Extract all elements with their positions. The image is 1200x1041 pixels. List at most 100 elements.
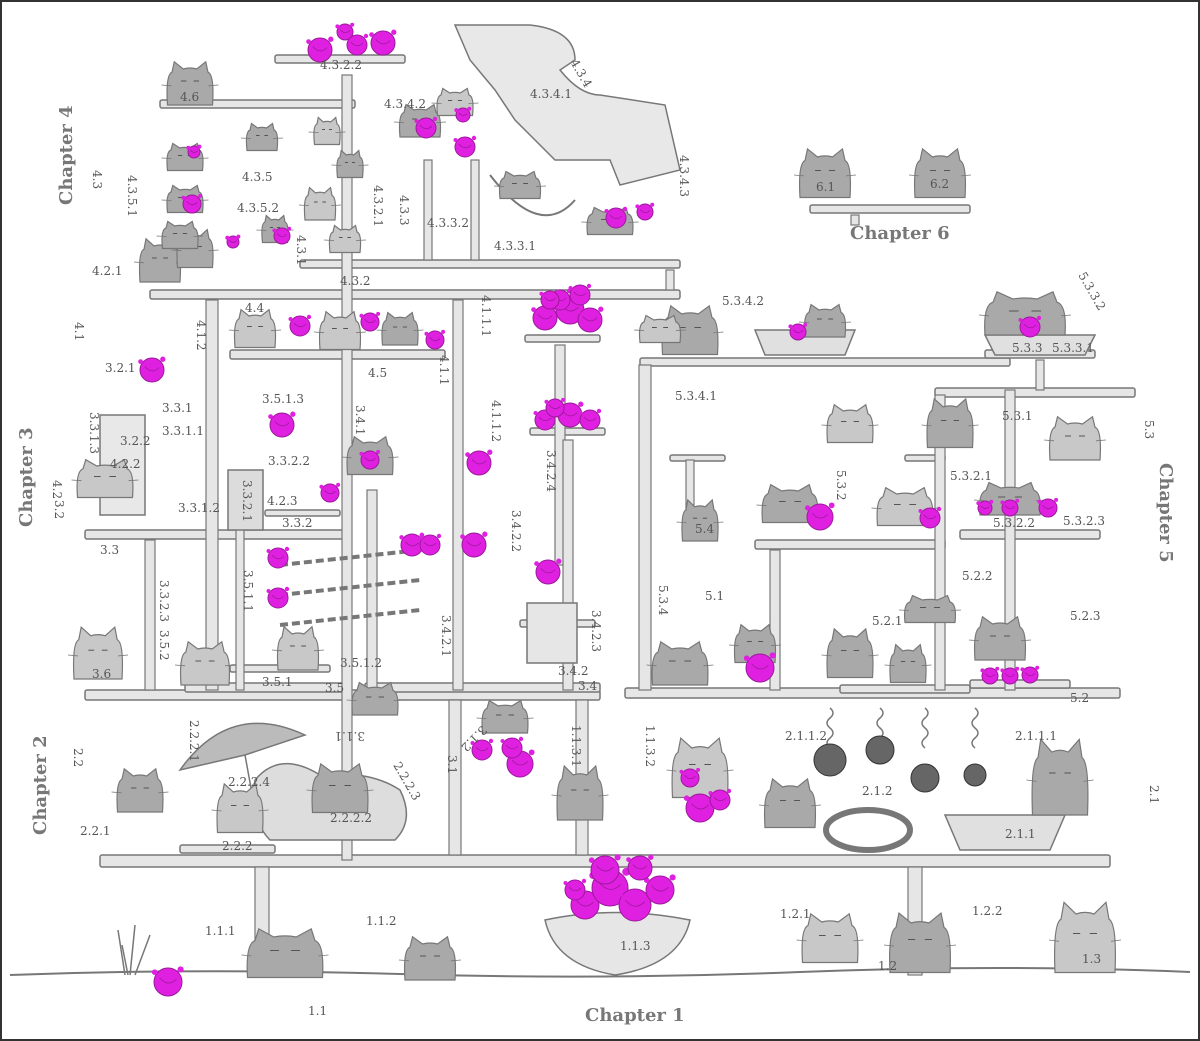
- yarn-ball: [980, 666, 1000, 685]
- yarn-ball: [743, 652, 776, 683]
- cat: [346, 681, 404, 716]
- support-post: [470, 159, 480, 261]
- cat: [551, 764, 609, 821]
- section-label: 2.2: [71, 748, 85, 767]
- support-post: [769, 549, 781, 691]
- chapter-3-label: Chapter 3: [16, 427, 37, 527]
- section-label: 3.1.1: [334, 729, 365, 743]
- yarn-ball: [1000, 666, 1020, 685]
- section-label: 3.3: [100, 543, 119, 557]
- cat: [111, 767, 169, 813]
- section-label: 3.6: [92, 667, 111, 681]
- yarn-ball: [1000, 498, 1020, 517]
- yarn-ball: [588, 854, 621, 885]
- section-label: 5.3.2.2: [993, 516, 1035, 530]
- cat: [67, 626, 129, 680]
- shelf: [839, 684, 971, 694]
- section-label: 4.3.1: [294, 235, 308, 266]
- section-label: 3.2.1: [105, 361, 136, 375]
- yarn-ball: [359, 449, 381, 470]
- yarn-ball: [679, 767, 701, 788]
- section-label: 4.1.2: [194, 320, 208, 351]
- cat: [1043, 415, 1107, 461]
- cat: [884, 643, 932, 684]
- cat: [676, 498, 724, 542]
- yarn-ball: [626, 854, 654, 881]
- yarn-ball: [225, 234, 241, 249]
- yarn-ball: [319, 482, 341, 503]
- yarn-ball: [1020, 665, 1040, 684]
- chapter-4-label: Chapter 4: [56, 105, 77, 205]
- grass-tuft: [117, 924, 151, 976]
- yarn-balls-layer: [138, 22, 1059, 997]
- yarn-ball: [635, 202, 655, 221]
- section-label: 4.1.1.1: [479, 295, 493, 337]
- section-label: 3.5.1.3: [262, 392, 304, 406]
- yarn-ball: [424, 329, 446, 350]
- yarn-ball: [1037, 497, 1059, 518]
- shelf: [754, 539, 946, 550]
- cat: [796, 912, 864, 964]
- yarn-ball: [460, 531, 488, 558]
- section-label: 3.3.1.3: [87, 412, 101, 454]
- cat: [308, 116, 346, 146]
- section-label: 3.5.1: [262, 675, 293, 689]
- section-label: 1.2.2: [972, 904, 1003, 918]
- cat: [973, 481, 1047, 516]
- yarn-ball: [369, 29, 397, 56]
- section-label: 1.1.3: [620, 939, 651, 953]
- section-label: 4.3.2.2: [320, 58, 362, 72]
- yarn-ball: [539, 289, 561, 310]
- yarn-ball: [578, 408, 602, 431]
- cat: [758, 777, 822, 829]
- shelf: [524, 334, 601, 343]
- yarn-ball: [805, 502, 835, 531]
- support-post: [665, 269, 675, 291]
- yarn-ball: [470, 738, 494, 761]
- section-label: 1.1.3.1: [569, 725, 583, 767]
- section-label: 4.3.5.2: [237, 201, 279, 215]
- section-label: 1.1.3.2: [643, 725, 657, 767]
- section-label: 5.4: [695, 522, 714, 536]
- cat: [921, 397, 979, 449]
- yarn-ball: [268, 411, 296, 438]
- section-label: 5.3.4.2: [722, 294, 764, 308]
- yarn-ball: [414, 116, 438, 139]
- cat: [331, 149, 369, 179]
- cat: [376, 311, 424, 346]
- cat: [241, 928, 329, 979]
- yarn-ball: [266, 586, 290, 609]
- section-label: 1.2: [878, 959, 897, 973]
- support-post: [144, 539, 156, 691]
- section-label: 4.1: [72, 322, 86, 341]
- hanging-ball: [910, 763, 940, 793]
- yarn-bowl: [544, 911, 691, 976]
- section-label: 5.3.1: [1002, 409, 1033, 423]
- section-label: 3.4.2.3: [589, 610, 603, 652]
- section-label: 3.3.2.2: [268, 454, 310, 468]
- section-label: 2.1: [1147, 785, 1161, 804]
- yarn-ball: [359, 311, 381, 332]
- section-label: 5.3.3.1: [1052, 341, 1094, 355]
- shelf: [264, 509, 341, 517]
- section-label: 1.1.1: [205, 924, 236, 938]
- section-label: 4.3.3: [397, 195, 411, 226]
- section-label: 3.1: [445, 755, 459, 774]
- cat: [228, 308, 282, 349]
- yarn-ball: [335, 22, 355, 41]
- support-post: [1004, 389, 1016, 691]
- section-label: 3.3.2.1: [240, 480, 254, 522]
- section-label: 4.3.4.3: [677, 155, 691, 197]
- section-label: 1.1.2: [366, 914, 397, 928]
- section-label: 5.3.3: [1012, 341, 1043, 355]
- yarn-ball: [186, 144, 202, 159]
- yarn-ball: [708, 788, 732, 811]
- cat: [313, 310, 367, 351]
- yarn-ball: [918, 506, 942, 529]
- cat: [646, 640, 714, 686]
- cat: [821, 403, 879, 444]
- shelf: [639, 357, 1011, 367]
- section-label: 5.3: [1142, 420, 1156, 439]
- section-label: 4.3.4.1: [530, 87, 572, 101]
